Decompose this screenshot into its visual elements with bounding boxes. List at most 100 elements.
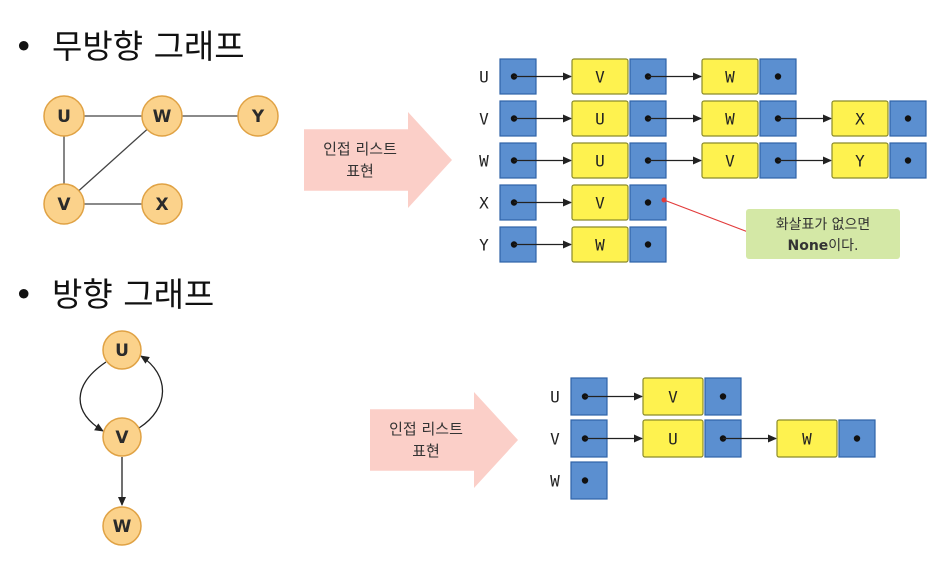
node-w: W <box>141 95 183 137</box>
value-label: V <box>595 194 605 213</box>
node-label: Y <box>251 107 265 127</box>
adj-row-u: U V W <box>479 58 797 95</box>
heading-text: 무방향 그래프 <box>52 27 245 66</box>
node-circle <box>102 506 142 546</box>
pointer-dot <box>904 157 912 164</box>
list-node-w: W <box>571 226 667 263</box>
node-label: V <box>57 195 71 215</box>
row-label: U <box>479 68 489 87</box>
edge-v-w <box>63 115 163 205</box>
note-layer: 화살표가 없으면 None이다. <box>661 197 900 259</box>
value-label: V <box>595 68 605 87</box>
node-circle <box>102 330 142 370</box>
row-label: X <box>479 194 489 213</box>
note-box <box>746 209 900 259</box>
value-cell <box>571 226 629 263</box>
adj-row-w: W <box>550 461 608 500</box>
note-pointer-dot <box>661 197 667 203</box>
value-label: W <box>725 68 735 87</box>
bullet: • <box>14 27 34 66</box>
value-cell <box>642 377 704 416</box>
note-none-keyword: None <box>787 238 828 254</box>
row-label: U <box>550 388 560 407</box>
bullet: • <box>14 275 34 314</box>
node-label: W <box>113 517 132 537</box>
edge-v-u <box>138 355 164 429</box>
list-node-w: W <box>701 100 797 137</box>
value-cell <box>701 58 759 95</box>
value-label: W <box>725 110 735 129</box>
next-pointer-cell <box>629 184 667 221</box>
value-cell <box>642 419 704 458</box>
value-label: U <box>595 152 605 171</box>
node-w: W <box>102 506 142 546</box>
value-cell <box>701 100 759 137</box>
value-label: Y <box>855 152 865 171</box>
row-label: W <box>479 152 489 171</box>
edge-u-v <box>79 361 107 432</box>
nodes-layer: U W Y V X U V W <box>43 95 279 546</box>
heading-directed-graph: • 방향 그래프 <box>14 268 214 316</box>
list-node-w: W <box>776 419 876 458</box>
node-x: X <box>141 183 183 225</box>
heading-text: 방향 그래프 <box>52 275 215 314</box>
value-cell <box>571 142 629 179</box>
row-label: Y <box>479 236 489 255</box>
node-label: X <box>155 195 168 215</box>
value-label: W <box>802 430 812 449</box>
node-u: U <box>43 95 85 137</box>
note-line1: 화살표가 없으면 <box>776 217 871 233</box>
arrow-label-line1: 인접 리스트 <box>323 140 397 158</box>
node-label: U <box>57 107 71 127</box>
node-v: V <box>102 417 142 457</box>
pointer-dot <box>774 73 782 80</box>
pointer-dot <box>581 477 589 484</box>
value-label: V <box>668 388 678 407</box>
node-label: V <box>115 428 129 448</box>
node-circle <box>43 183 85 225</box>
arrow-shape <box>370 392 518 488</box>
value-label: U <box>595 110 605 129</box>
note-suffix: 이다. <box>828 238 858 254</box>
value-cell <box>831 100 889 137</box>
row-label: W <box>550 472 560 491</box>
value-label: X <box>855 110 865 129</box>
value-label: V <box>725 152 735 171</box>
value-cell <box>571 184 629 221</box>
arrow-label-line2: 표현 <box>412 442 440 460</box>
arrow-shape <box>304 112 452 208</box>
node-circle <box>43 95 85 137</box>
value-cell <box>571 58 629 95</box>
list-node-v: V <box>642 377 742 416</box>
node-circle <box>141 183 183 225</box>
node-label: U <box>115 341 129 361</box>
next-pointer-cell <box>889 142 927 179</box>
value-cell <box>776 419 838 458</box>
head-pointer-cell <box>570 461 608 500</box>
value-label: W <box>595 236 605 255</box>
node-label: W <box>153 107 172 127</box>
value-cell <box>831 142 889 179</box>
pointer-dot <box>644 199 652 206</box>
value-cell <box>701 142 759 179</box>
list-node-x: X <box>831 100 927 137</box>
pointer-dot <box>904 115 912 122</box>
list-node-w: W <box>701 58 797 95</box>
heading-undirected-graph: • 무방향 그래프 <box>14 20 245 68</box>
node-circle <box>237 95 279 137</box>
arrow-label-line1: 인접 리스트 <box>389 420 463 438</box>
note-line2: None이다. <box>787 238 858 254</box>
node-circle <box>102 417 142 457</box>
arrow-label-line2: 표현 <box>346 162 374 180</box>
node-v: V <box>43 183 85 225</box>
edges-layer <box>63 115 258 506</box>
